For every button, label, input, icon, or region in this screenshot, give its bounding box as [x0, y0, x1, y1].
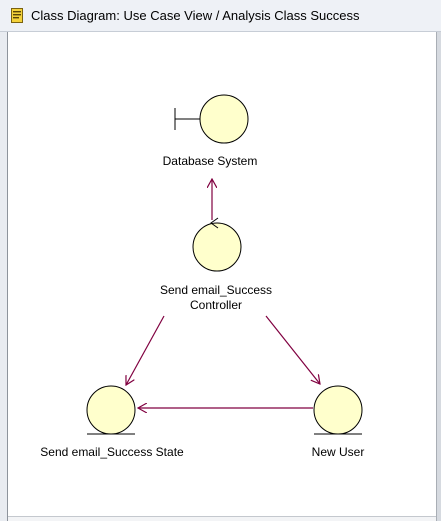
- boundary-class-database-system[interactable]: [174, 94, 249, 144]
- boundary-circle: [199, 94, 249, 144]
- entity-circle: [313, 385, 363, 435]
- entity-class-new-user[interactable]: [313, 385, 363, 435]
- control-circle: [192, 222, 242, 272]
- left-frame: [0, 32, 8, 521]
- database-system-label[interactable]: Database System: [162, 154, 258, 168]
- controller-label-line1[interactable]: Send email_Success: [159, 283, 273, 297]
- control-arrow: [210, 217, 219, 229]
- diagram-svg: [86, 94, 363, 435]
- entity-circle: [86, 385, 136, 435]
- window-title: Class Diagram: Use Case View / Analysis …: [31, 8, 360, 23]
- new-user-label[interactable]: New User: [311, 445, 365, 459]
- window-titlebar[interactable]: Class Diagram: Use Case View / Analysis …: [0, 0, 441, 32]
- class-diagram-icon: [11, 8, 23, 23]
- bottom-edge: [8, 516, 436, 521]
- entity-class-state[interactable]: [86, 385, 136, 435]
- right-scroll-edge[interactable]: [436, 32, 441, 521]
- state-label[interactable]: Send email_Success State: [40, 445, 184, 459]
- association-controller-to-state[interactable]: [126, 315, 165, 385]
- control-class-controller[interactable]: [192, 217, 242, 272]
- association-controller-to-new-user[interactable]: [265, 315, 320, 384]
- diagram-canvas[interactable]: Database System Send email_Success Contr…: [8, 32, 436, 516]
- controller-label-line2[interactable]: Controller: [189, 298, 243, 312]
